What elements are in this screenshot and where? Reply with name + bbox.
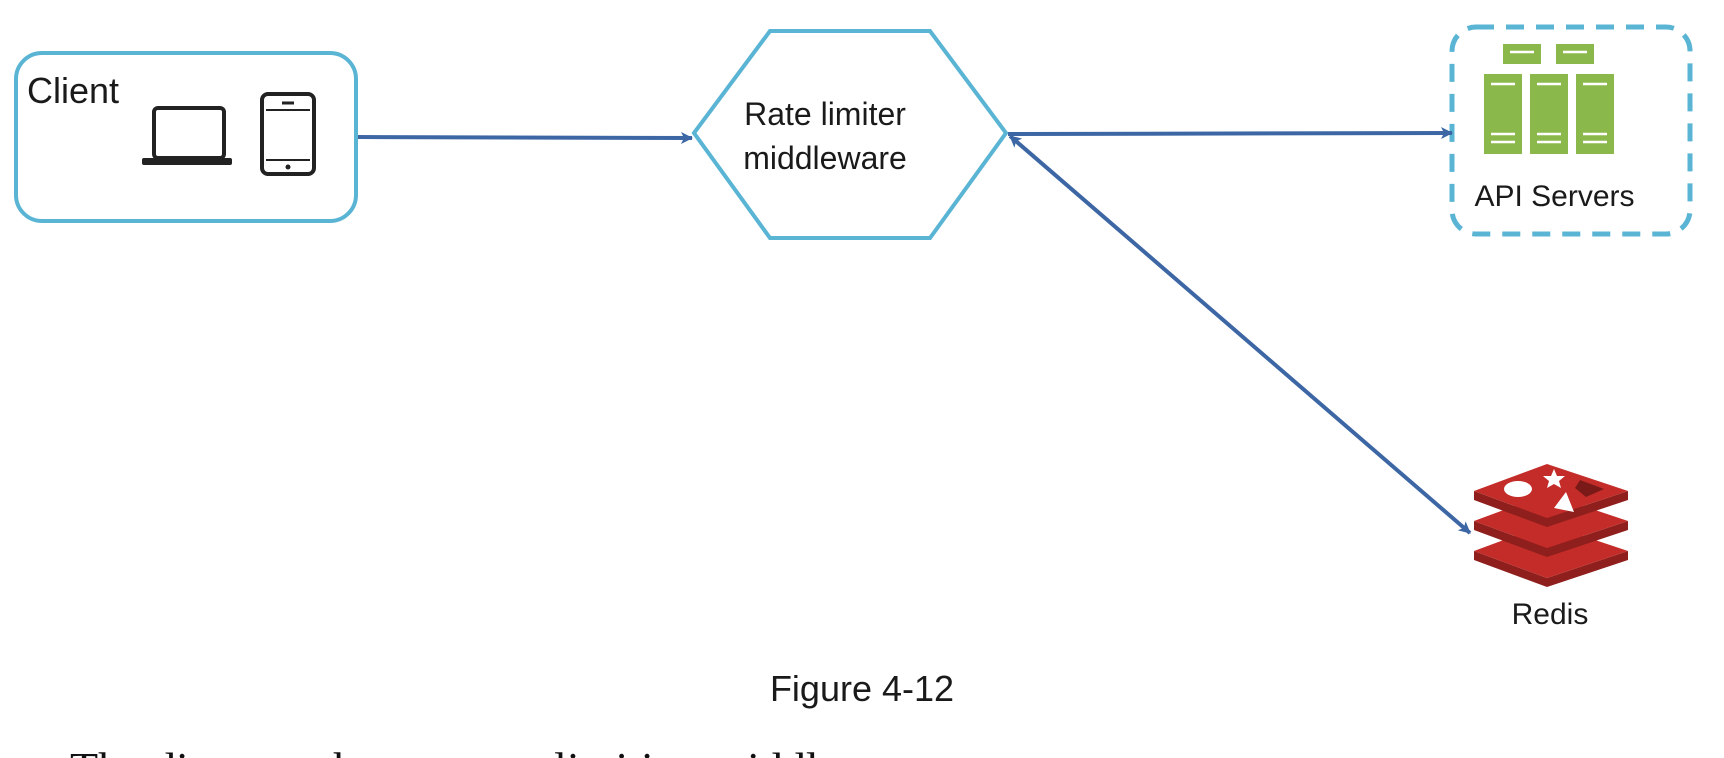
tablet-icon: [260, 92, 316, 176]
arrow-client-to-rate-limiter: [357, 131, 693, 144]
server-rack-icon: [1484, 44, 1614, 154]
laptop-icon: [142, 106, 232, 165]
figure-caption: Figure 4-12: [769, 668, 955, 709]
body-text-cut-off: The diagram shows a rate limiting middle…: [70, 742, 928, 758]
arrow-rate-limiter-redis: [1008, 134, 1472, 535]
api-servers-label: API Servers: [1474, 180, 1635, 213]
rate-limiter-hexagon: [691, 29, 1009, 240]
rate-limiter-label-line1: Rate limiter: [744, 96, 906, 132]
rate-limiter-label: Rate limiter middleware: [690, 92, 960, 180]
redis-icon: [1474, 464, 1628, 587]
rate-limiter-label-line2: middleware: [743, 140, 907, 176]
client-box: [14, 51, 358, 223]
arrow-rate-limiter-to-api-servers: [1007, 127, 1453, 140]
client-label: Client: [27, 70, 120, 111]
redis-label: Redis: [1511, 598, 1589, 631]
